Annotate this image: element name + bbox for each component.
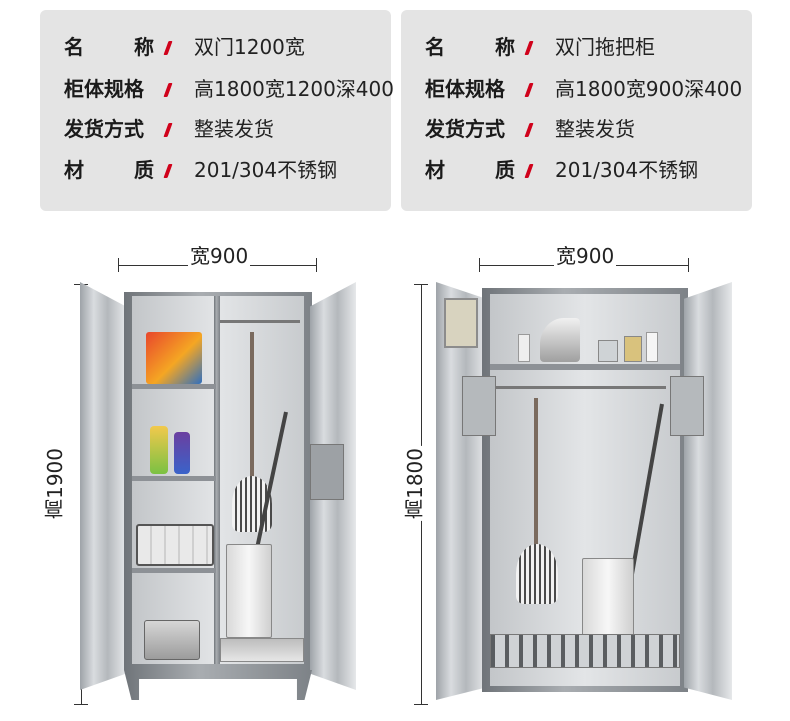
spec-label-material-1: 材 [425,158,445,182]
spec-value-material: 201/304不锈钢 [194,158,338,182]
right-spec-card: 名 称 双门拖把柜 柜体规格 高1800宽900深400 发货方式 整装发货 材 质… [401,10,752,211]
spec-label-material-1: 材 [64,158,84,182]
spec-row-material: 材 质 201/304不锈钢 [401,155,752,185]
shelf [132,568,216,573]
red-slash-icon [163,83,173,97]
vent-window-icon [444,298,478,348]
red-slash-icon [524,164,534,178]
iron-icon [540,318,580,362]
spray-bottle-icon [150,426,168,474]
spec-label-material-2: 质 [134,158,154,182]
red-slash-icon [524,123,534,137]
drip-tray [220,638,304,662]
mop-handle [534,398,538,558]
right-cabinet [436,282,732,706]
spec-row-ship: 发货方式 整装发货 [40,114,391,144]
spec-value-name: 双门1200宽 [194,35,305,59]
cup-icon [598,340,618,362]
spec-label-size: 柜体规格 [64,77,144,101]
toolbox-icon [144,620,200,660]
spec-label-ship: 发货方式 [425,117,505,141]
spec-label-name-1: 名 [425,35,445,59]
towel-icon [670,376,704,436]
spec-value-ship: 整装发货 [194,117,274,141]
hanging-rail [496,386,666,389]
spec-label-name-2: 称 [134,35,154,59]
red-slash-icon [524,83,534,97]
spec-value-size: 高1800宽1200深400 [194,77,394,101]
right-height-label: 高1800 [400,446,429,521]
spec-label-name-2: 称 [495,35,515,59]
spec-label-material-2: 质 [495,158,515,182]
red-slash-icon [163,123,173,137]
left-cabinet-left-door [80,282,126,690]
left-height-label: 高1900 [40,446,69,521]
spec-row-name: 名 称 双门1200宽 [40,32,391,62]
spec-value-name: 双门拖把柜 [555,35,655,59]
bucket-icon [226,544,272,638]
spec-row-size: 柜体规格 高1800宽1200深400 [40,74,394,104]
left-width-label: 宽900 [188,240,251,269]
spec-row-ship: 发货方式 整装发货 [401,114,752,144]
shelf [132,476,216,481]
red-slash-icon [163,41,173,55]
spec-label-name-1: 名 [64,35,84,59]
spec-value-ship: 整装发货 [555,117,635,141]
spec-row-name: 名 称 双门拖把柜 [401,32,752,62]
bottle-icon [624,336,642,362]
top-shelf [490,364,680,370]
spec-label-ship: 发货方式 [64,117,144,141]
mop-head-icon [516,544,558,604]
bottle-icon [174,432,190,474]
spec-value-size: 高1800宽900深400 [555,77,743,101]
left-cabinet [80,282,356,706]
left-spec-card: 名 称 双门1200宽 柜体规格 高1800宽1200深400 发货方式 整装发货… [40,10,394,211]
bottle-icon [646,332,658,362]
red-slash-icon [524,41,534,55]
right-cabinet-right-door [684,282,732,700]
towel-icon [310,444,344,500]
mop-handle [250,332,254,482]
red-slash-icon [163,164,173,178]
left-cabinet-divider [214,296,220,664]
right-width-label: 宽900 [554,240,617,269]
shelf [132,384,216,389]
towel-icon [462,376,496,436]
spec-row-material: 材 质 201/304不锈钢 [40,155,391,185]
drip-tray [490,634,680,668]
hanging-rail [220,320,300,323]
paper-roll-basket-icon [136,524,214,566]
bottle-icon [518,334,530,362]
spec-row-size: 柜体规格 高1800宽900深400 [401,74,752,104]
spec-value-material: 201/304不锈钢 [555,158,699,182]
spec-label-size: 柜体规格 [425,77,505,101]
right-cabinet-left-door [436,282,486,700]
left-cabinet-legs [124,670,312,700]
detergent-box-icon [146,332,202,384]
